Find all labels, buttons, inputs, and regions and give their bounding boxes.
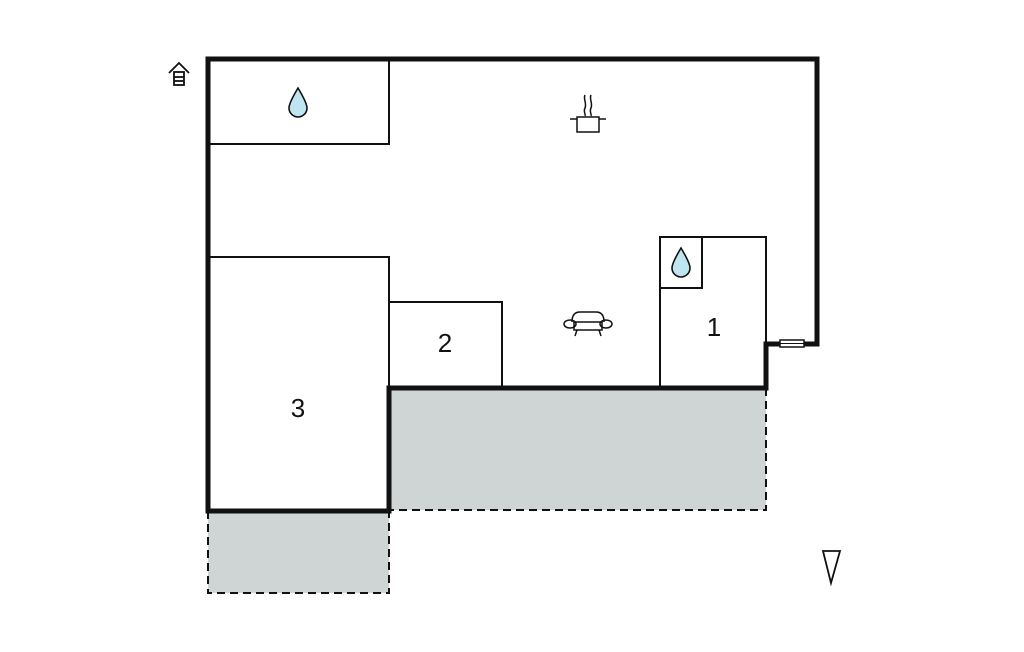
sofa-icon <box>563 311 613 337</box>
entrance-icon <box>168 61 190 86</box>
exterior-walls <box>205 56 820 514</box>
terrace-bottom-left <box>207 511 390 594</box>
north-arrow-icon <box>821 550 842 587</box>
room-3-label: 3 <box>291 393 305 423</box>
terrace-right <box>389 388 767 511</box>
room-2-label: 2 <box>438 328 452 358</box>
kitchen-pot-icon <box>570 94 606 133</box>
room-1-label: 1 <box>707 312 721 342</box>
window-icon <box>779 339 805 348</box>
interior-walls <box>208 59 767 388</box>
water-drop-icon <box>671 246 691 278</box>
water-drop-icon <box>288 86 308 118</box>
